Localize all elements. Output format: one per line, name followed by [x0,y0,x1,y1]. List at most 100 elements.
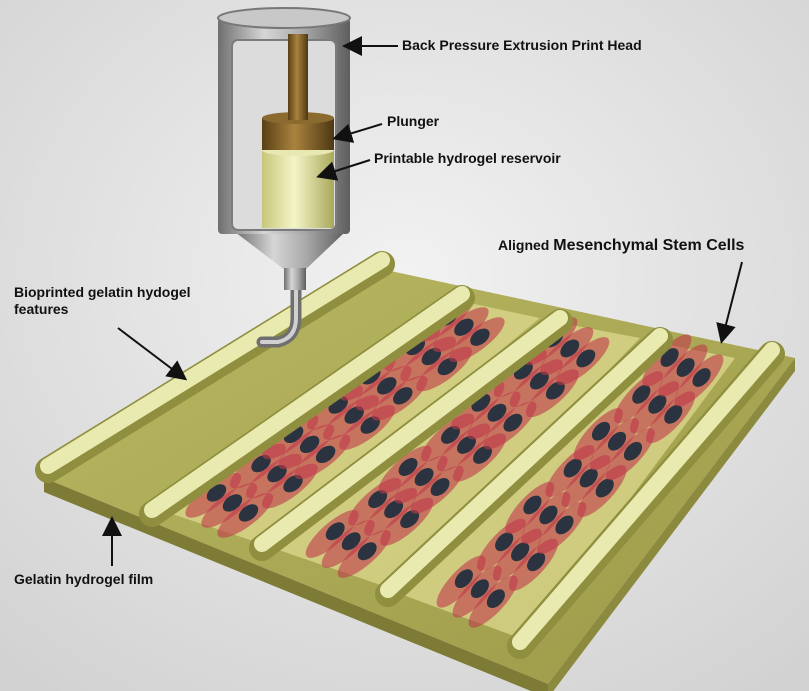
cell-nucleus [692,368,711,387]
hydrogel-ridges [35,251,785,659]
plunger-arrow [332,123,383,143]
hydrogel-ridge [380,328,668,598]
stem-cell [467,391,521,440]
stem-cell [201,483,258,528]
cell-nucleus [632,384,651,404]
cell-nucleus [486,589,505,609]
cells-label: Aligned Mesenchymal Stem Cells [498,237,744,254]
cell-nucleus [591,421,611,441]
stem-cell [605,428,655,481]
stem-cell [337,529,391,578]
stem-cell [217,493,274,538]
cell-nucleus [441,425,460,444]
cell-nucleus [357,542,377,561]
stem-cell [436,555,486,608]
stem-cell [521,491,571,544]
print-head [217,7,351,348]
cell-nucleus [393,387,413,405]
leader-arrows [102,36,743,566]
stem-cell [452,565,502,618]
cell-nucleus [299,435,320,454]
cell-nucleus [648,394,667,414]
cell-nucleus [430,478,450,496]
cell-nucleus [545,381,565,400]
cell-nucleus [398,458,418,476]
cell-nucleus [676,358,695,377]
cell-nucleus [623,441,643,461]
hydrogel-ridge [40,252,390,474]
cell-nucleus [251,454,271,473]
cell-nucleus [563,458,582,478]
cell-nucleus [344,406,364,424]
stem-cell [378,445,432,494]
cell-nucleus [539,505,558,525]
cell-nucleus [576,349,596,368]
stem-cell [394,455,448,504]
features-arrow [117,327,188,381]
cells-label-prefix: Aligned [498,237,550,253]
cell-nucleus [206,484,227,502]
cell-nucleus [454,569,473,589]
cell-nucleus [664,404,683,424]
stem-cell [355,365,412,411]
reservoir-arrow [316,159,371,181]
cell-nucleus [503,413,523,432]
cell-nucleus [400,510,420,529]
stem-cell [540,327,594,376]
stem-cell [589,418,639,471]
cells-label-emph: Mesenchymal Stem Cells [553,237,745,254]
hydrogel-ridge [144,286,470,518]
cell-nucleus [325,522,345,541]
stem-cell [674,354,724,407]
cells-arrow [716,261,743,344]
cell-nucleus [495,532,514,552]
stem-cell [468,575,518,628]
cell-nucleus [454,318,474,336]
cell-nucleus [360,416,380,434]
cell-nucleus [414,468,434,486]
film-label: Gelatin hydrogel film [14,571,154,587]
stem-cell [505,481,555,534]
plunger-label: Plunger [387,113,440,129]
stem-cell [185,473,242,518]
cell-nucleus [222,494,243,512]
stem-cell [278,424,335,470]
print-head-label: Back Pressure Extrusion Print Head [402,37,642,53]
stem-cell [556,337,610,386]
cell-nucleus [523,495,542,515]
features-label: Bioprinted gelatin hydogel features [14,284,191,317]
stem-cell [410,465,464,514]
hydrogel-ridge [254,310,568,552]
stem-cell [294,434,351,480]
cell-nucleus [421,347,442,366]
stem-cell [305,509,359,558]
cell-nucleus [238,504,259,522]
stem-cell [321,519,375,568]
stem-cell [537,501,587,554]
cell-nucleus [341,532,361,551]
cell-nucleus [579,468,598,488]
cell-nucleus [377,377,397,395]
stem-cells [185,297,724,628]
stem-cell [573,408,623,461]
cell-nucleus [384,500,404,519]
stem-cell [483,401,537,450]
cell-nucleus [511,542,530,562]
reservoir-label: Printable hydrogel reservoir [374,150,561,166]
cell-nucleus [487,403,507,422]
cell-nucleus [560,339,580,358]
cell-nucleus [315,445,336,464]
cell-nucleus [473,445,492,464]
cell-nucleus [607,431,627,451]
cell-nucleus [457,435,476,454]
stem-cell [658,344,708,397]
stem-cell [448,317,505,362]
cell-nucleus [368,490,388,509]
cell-nucleus [529,371,549,390]
cell-nucleus [267,464,287,483]
cell-nucleus [555,515,574,535]
hydrogel-ridge [512,342,780,650]
cell-nucleus [527,552,546,572]
cell-nucleus [437,357,458,376]
